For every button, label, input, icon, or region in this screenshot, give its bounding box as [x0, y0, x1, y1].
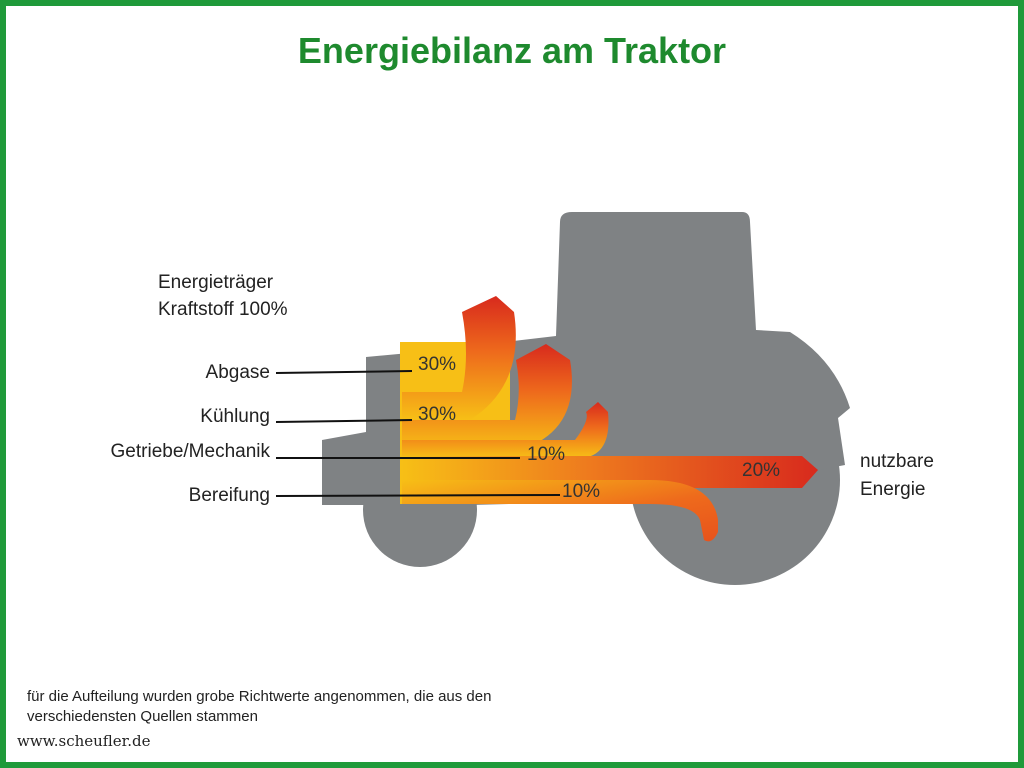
output-label-line1: nutzbare — [860, 451, 934, 472]
footer-url: www.scheufler.de — [17, 732, 151, 750]
percent-getriebe: 10% — [527, 444, 566, 465]
fuel-source-label: Energieträger Kraftstoff 100% — [158, 269, 288, 323]
leader-line-kuehlung — [275, 419, 413, 423]
output-label: nutzbare Energie — [860, 448, 934, 504]
flow-getriebe — [402, 402, 609, 458]
energy-flows — [400, 296, 818, 542]
footnote: für die Aufteilung wurden grobe Richtwer… — [27, 688, 492, 725]
label-kuehlung: Kühlung — [200, 406, 270, 427]
label-abgase: Abgase — [205, 362, 270, 383]
leader-line-abgase — [275, 370, 413, 374]
percent-abgase: 30% — [418, 354, 457, 375]
flow-abgase — [402, 296, 516, 420]
leader-line-bereifung — [275, 494, 561, 497]
label-bereifung: Bereifung — [188, 485, 270, 506]
fuel-source-line1: Energieträger — [158, 272, 274, 293]
page-title: Energiebilanz am Traktor — [297, 30, 727, 71]
output-label-line2: Energie — [860, 479, 926, 500]
label-getriebe: Getriebe/Mechanik — [110, 441, 270, 462]
percent-bereifung: 10% — [562, 481, 601, 502]
leader-lines — [275, 370, 561, 497]
fuel-source-line2: Kraftstoff 100% — [158, 299, 288, 320]
percent-kuehlung: 30% — [418, 404, 457, 425]
percent-nutzbar: 20% — [742, 460, 781, 481]
flow-kuehlung — [402, 344, 572, 450]
